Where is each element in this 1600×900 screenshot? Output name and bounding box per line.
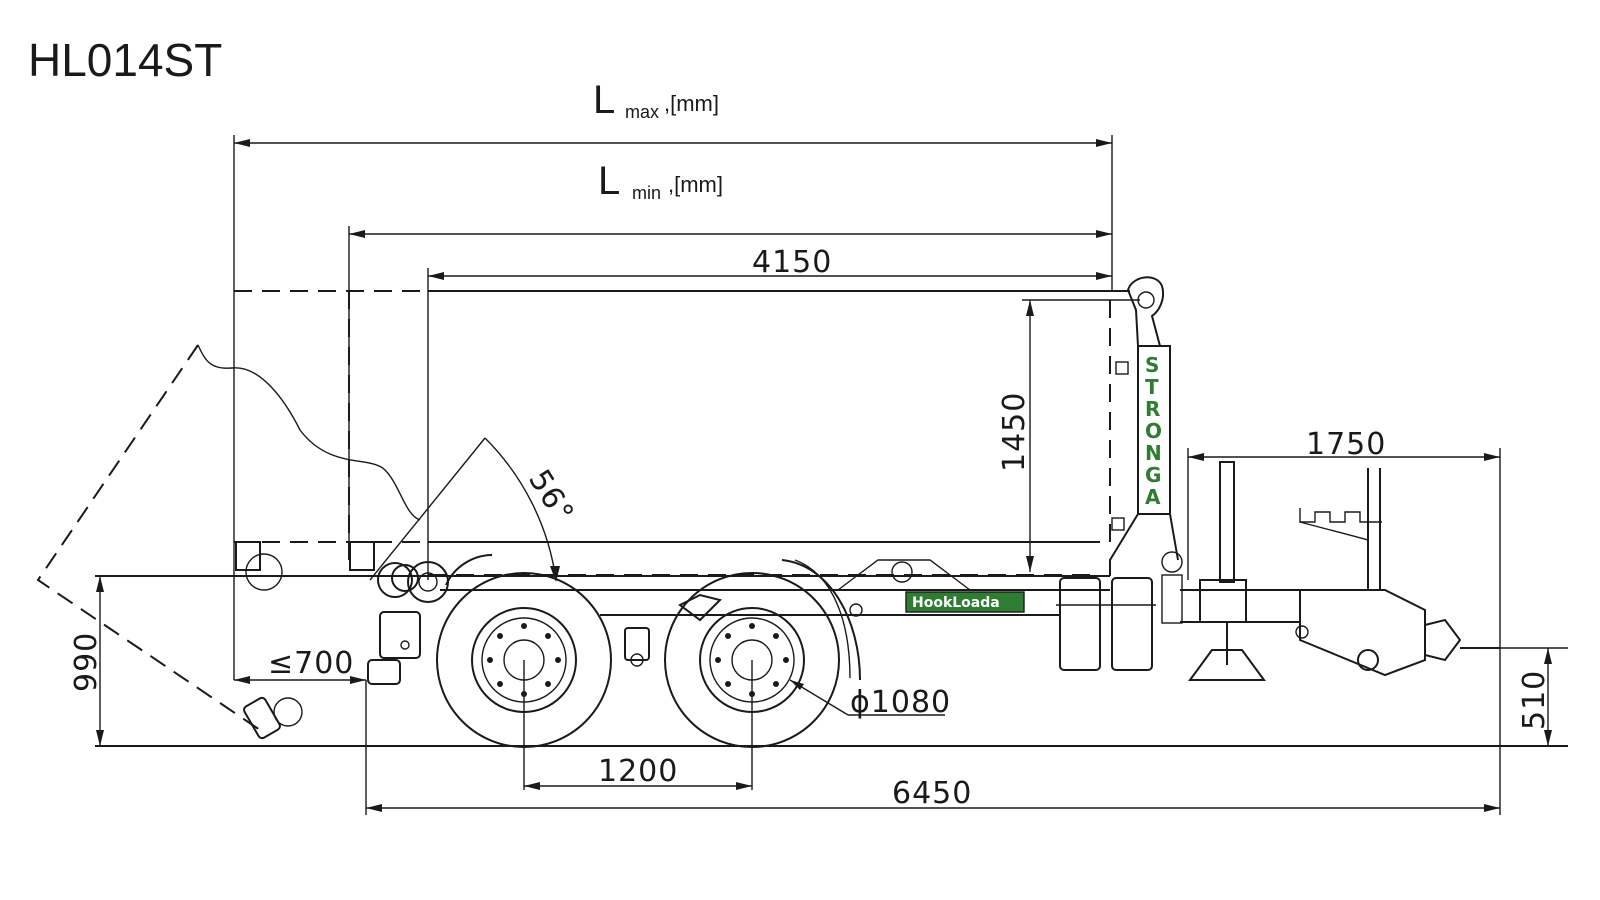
container-extended-dashed <box>234 290 1111 576</box>
dimension-700: ≤700 <box>234 646 366 684</box>
stronga-letter-a: A <box>1145 485 1161 509</box>
lmin-main: L <box>598 159 620 203</box>
lmax-sub: max <box>625 102 659 122</box>
dimension-1450-text: 1450 <box>997 392 1032 472</box>
dimension-510: 510 <box>1500 647 1568 746</box>
model-title: HL014ST <box>28 34 222 86</box>
stronga-letter-r: R <box>1145 397 1160 421</box>
dimension-1750: 1750 <box>1187 427 1501 815</box>
dimension-1080: ϕ1080 <box>789 679 951 720</box>
stronga-letter-n: N <box>1145 441 1162 465</box>
lmax-label: L max ,[mm] <box>593 78 719 122</box>
axle-hardware <box>624 593 863 667</box>
dimension-700-text: ≤700 <box>268 646 354 681</box>
dimension-6450-text: 6450 <box>892 776 972 811</box>
tilted-container-dashed <box>36 344 421 740</box>
lmax-unit: ,[mm] <box>664 91 719 116</box>
chassis-frame <box>95 575 1426 677</box>
dimension-510-text: 510 <box>1517 670 1552 730</box>
drawbar-jack <box>1299 468 1500 662</box>
container-outline <box>428 290 1130 543</box>
stronga-letter-g: G <box>1145 463 1161 487</box>
dimension-1750-text: 1750 <box>1306 427 1386 462</box>
dimension-1200: 1200 <box>523 660 753 790</box>
dimension-990: 990 <box>69 576 104 746</box>
lmin-unit: ,[mm] <box>668 172 723 197</box>
dimension-4150-text: 4150 <box>752 245 832 280</box>
hook-arm-mast: S T R O N G A <box>1109 276 1179 576</box>
dimension-990-text: 990 <box>69 632 104 692</box>
hydraulic-cylinders <box>1056 551 1183 671</box>
stronga-text: S T R O N G A <box>1145 353 1169 509</box>
angle-56-text: 56° <box>521 464 580 530</box>
dimension-6450: 6450 <box>365 680 1500 815</box>
dimension-1080-text: ϕ1080 <box>850 685 951 720</box>
lmax-main: L <box>593 78 615 122</box>
rear-light-bumper <box>367 611 421 685</box>
hookloada-text: HookLoada <box>912 595 1000 611</box>
stronga-letter-o: O <box>1145 419 1162 443</box>
dimension-1200-text: 1200 <box>598 754 678 789</box>
tipping-angle: 56° <box>369 437 581 582</box>
lmin-label: L min ,[mm] <box>598 159 723 203</box>
lmax-dimension-line <box>233 135 1112 680</box>
dimension-4150: 4150 <box>427 245 1112 580</box>
hookloada-plate: HookLoada <box>837 559 1025 613</box>
tilted-container-roller <box>243 696 303 740</box>
fenders <box>445 554 861 681</box>
lmin-dimension-line <box>348 135 1113 545</box>
rear-rollers <box>235 541 449 603</box>
dimension-1450: 1450 <box>997 299 1140 572</box>
support-leg <box>1188 461 1266 681</box>
stronga-letter-t: T <box>1145 375 1159 399</box>
stronga-letter-s: S <box>1145 353 1159 377</box>
lmin-sub: min <box>632 183 661 203</box>
